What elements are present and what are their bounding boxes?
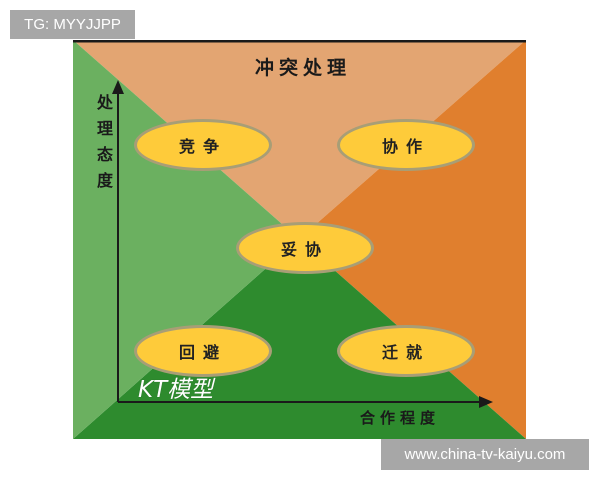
model-label: KT模型 <box>138 377 214 403</box>
x-axis-arrow <box>479 396 493 408</box>
oval-avoiding: 回避 <box>134 325 272 377</box>
oval-competing: 竞争 <box>134 119 272 171</box>
bottom-triangle <box>73 239 526 439</box>
diagram-title: 冲突处理 <box>254 57 351 79</box>
tg-tag: TG: MYYJJPP <box>10 10 135 39</box>
y-axis-arrow <box>112 80 124 94</box>
y-axis-label: 处理态度 <box>94 94 113 198</box>
top-triangle <box>73 40 526 239</box>
oval-collaborating: 协作 <box>337 119 475 171</box>
kt-model-diagram: 冲突处理 处理态度 合作程度 竞争 协作 妥协 回避 迁就 KT模型 <box>73 40 526 439</box>
x-axis-label: 合作程度 <box>360 409 441 427</box>
oval-compromising: 妥协 <box>236 222 374 274</box>
left-triangle <box>73 40 299 439</box>
oval-accommodating: 迁就 <box>337 325 475 377</box>
diagram-background <box>73 40 526 439</box>
watermark: www.china-tv-kaiyu.com <box>381 439 589 470</box>
